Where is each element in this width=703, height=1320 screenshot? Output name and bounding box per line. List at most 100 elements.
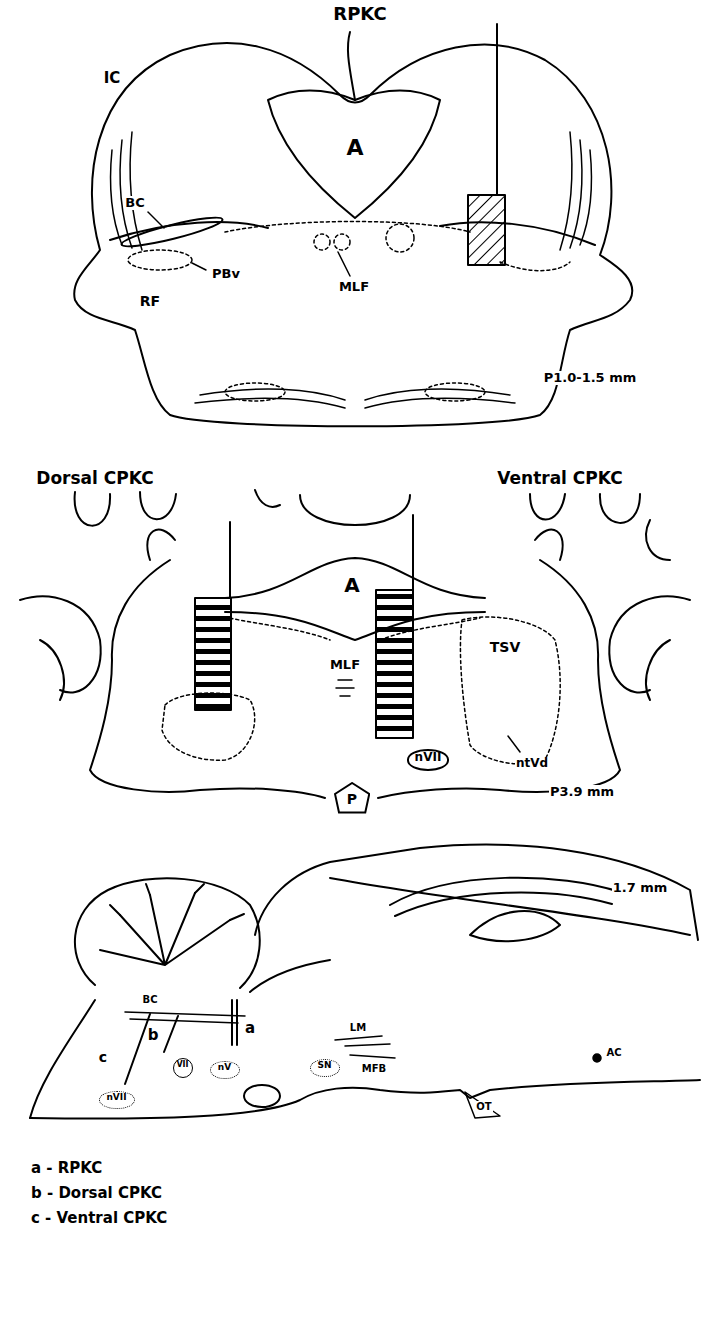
electrode-letter: b: [147, 1027, 160, 1044]
rpkc-electrode: [468, 24, 505, 265]
cpkc-electrodes: [195, 515, 413, 738]
bc-tract: [125, 1012, 245, 1023]
node-label: nVII: [106, 1093, 126, 1103]
mlf-marks: [336, 680, 354, 696]
cpkc-electrodes-part: [195, 598, 231, 710]
region-label: IC: [103, 70, 122, 87]
dotted-nuclei-part: [230, 618, 330, 640]
cerebellar-folds: [75, 490, 670, 560]
pons-section-outline-part: [225, 612, 485, 640]
region-label: A: [345, 136, 364, 160]
lm-mfb-marks-part: [345, 1044, 390, 1046]
node-label: nV: [218, 1063, 231, 1073]
pons-section-outline-part: [646, 640, 670, 700]
sagittal-outline-part: [465, 1092, 500, 1118]
sagittal-outline-part: [255, 845, 698, 940]
nucleus-oval: nVII: [407, 749, 450, 770]
lm-mfb-marks-part: [335, 1036, 382, 1040]
mlf-marks-part: [338, 679, 352, 681]
electrode-title: Ventral CPKC: [496, 469, 623, 488]
nucleus-circle: VII: [173, 1058, 193, 1078]
section-level: P1.0-1.5 mm: [543, 371, 638, 385]
sagittal-outline-part: [75, 878, 260, 988]
region-label: OT: [475, 1101, 492, 1112]
pons-section-outline-part: [147, 530, 175, 560]
section-title: RPKC: [332, 4, 387, 24]
mlf-marks-part: [336, 687, 354, 689]
cpkc-electrodes-part: [412, 515, 414, 590]
region-label: LM: [349, 1022, 367, 1033]
dotted-nuclei-part: [334, 234, 350, 250]
nucleus-dotted: nVII: [99, 1091, 135, 1109]
sagittal-outline-part: [110, 884, 244, 920]
cerebellar-folds-part: [300, 495, 410, 525]
key-entry: b - Dorsal CPKC: [30, 1185, 163, 1202]
pons-section-outline-part: [40, 640, 64, 700]
region-label: ntVd: [515, 757, 549, 770]
lm-mfb-marks-part: [350, 1055, 395, 1058]
nucleus-dotted: SN: [310, 1059, 340, 1077]
fiber-striations-part: [560, 132, 572, 250]
cpkc-electrodes-part: [376, 590, 413, 738]
key-entry: a - RPKC: [30, 1160, 103, 1177]
region-label: TSV: [489, 640, 521, 655]
nucleus-dotted: nV: [210, 1061, 239, 1079]
section-level: P3.9 mm: [549, 785, 615, 799]
ntvd-leader-part: [508, 736, 520, 752]
region-label: AC: [605, 1047, 622, 1058]
sagittal-outline-part: [30, 1080, 700, 1119]
sagittal-outline-part: [30, 1000, 95, 1118]
region-label: MFB: [361, 1063, 387, 1074]
electrode-title: Dorsal CPKC: [35, 469, 154, 488]
dotted-nuclei-part: [500, 262, 570, 271]
dotted-nuclei-part: [225, 222, 470, 233]
sagittal-outline-part: [244, 1085, 280, 1107]
node-label: SN: [317, 1061, 331, 1071]
coronal-section-outline: [74, 32, 632, 426]
dotted-nuclei-part: [128, 250, 192, 270]
region-label: RF: [139, 294, 161, 309]
cerebellar-folds-part: [140, 492, 176, 519]
electrode-tracks-part: [125, 1014, 150, 1084]
electrode-letter: c: [98, 1050, 108, 1065]
rpkc-electrode-part: [468, 195, 505, 265]
sagittal-outline-part: [395, 893, 612, 916]
sagittal-outline: [30, 845, 700, 1119]
pons-section-outline: [20, 530, 690, 798]
ntvd-leader: [508, 736, 520, 752]
fiber-striations: [110, 132, 591, 250]
region-label: MLF: [329, 658, 361, 672]
region-label: PBv: [211, 267, 241, 281]
coronal-section-outline-part: [74, 43, 632, 426]
electrode-tracks: [125, 1000, 237, 1084]
coronal-section-outline-part: [268, 91, 440, 218]
node-label: nVII: [415, 751, 442, 764]
region-label: BC: [142, 994, 159, 1005]
sagittal-outline-part: [330, 878, 690, 935]
electrode-tracks-part: [164, 1016, 178, 1052]
section-level: 1.7 mm: [612, 881, 669, 895]
cerebellar-folds-part: [530, 494, 565, 520]
pontine-shape: P: [334, 782, 370, 813]
pons-section-outline-part: [609, 596, 690, 692]
pons-section-outline-part: [378, 560, 620, 798]
bc-structure: [120, 212, 224, 251]
dotted-nuclei-part: [386, 224, 414, 252]
electrode-letter: a: [244, 1020, 256, 1037]
rpkc-electrode-part: [496, 24, 498, 195]
electrode-tracks-part: [236, 1000, 238, 1045]
cerebellar-folds-part: [600, 494, 640, 523]
region-label: A: [343, 574, 360, 596]
region-label: BC: [124, 196, 145, 210]
sagittal-outline-part: [390, 878, 620, 905]
pons-section-outline-part: [535, 530, 563, 560]
fiber-striations-part: [130, 132, 142, 250]
node-label: VII: [176, 1061, 188, 1070]
bc-structure-part: [148, 212, 164, 228]
dotted-nuclei-part: [460, 617, 560, 764]
sagittal-outline-part: [470, 911, 560, 941]
pyramid-tracts: [195, 389, 515, 408]
coronal-section-outline-part: [348, 32, 355, 100]
cerebellar-folds-part: [255, 490, 280, 507]
lm-mfb-marks-part: [593, 1054, 601, 1062]
